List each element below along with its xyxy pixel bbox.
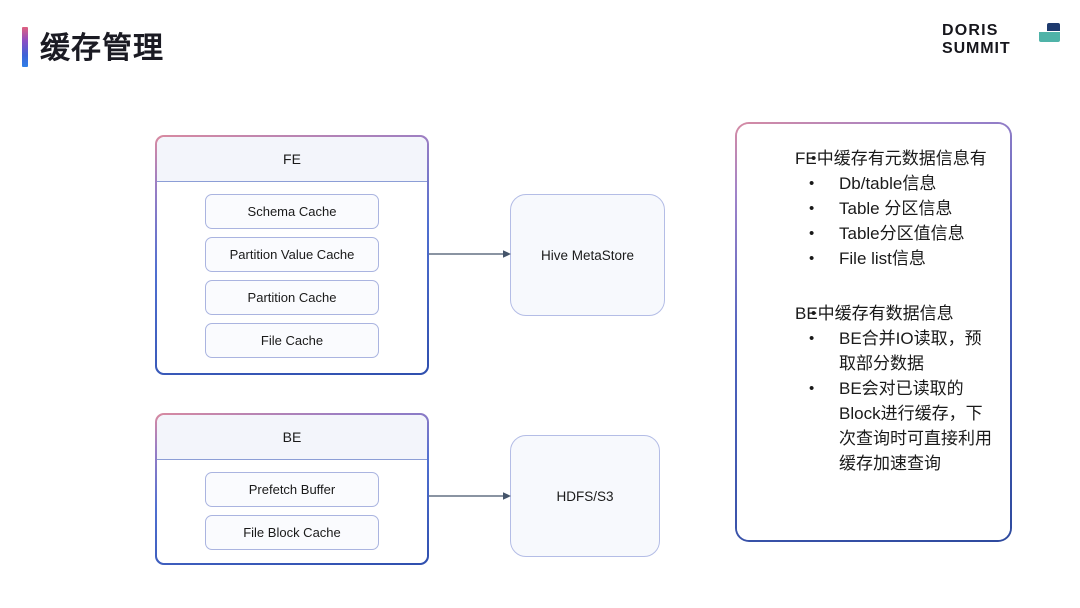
store-node-hive-metastore[interactable]: Hive MetaStore <box>510 194 665 316</box>
logo-text: DORIS SUMMIT <box>942 22 1011 58</box>
logo-line-1: DORIS <box>942 22 999 39</box>
cache-box-schema-cache[interactable]: Schema Cache <box>205 193 379 229</box>
fe-node-body: Schema Cache Partition Value Cache Parti… <box>157 182 428 374</box>
page-title: 缓存管理 <box>40 32 164 65</box>
cache-box-file-cache[interactable]: File Cache <box>205 322 379 358</box>
notes-subitem-db-table: Db/table信息 <box>795 171 994 196</box>
notes-group-spacer <box>753 271 994 301</box>
arrow-fe-to-hive-metastore <box>429 250 511 258</box>
logo-line-2: SUMMIT <box>942 40 1011 57</box>
be-node-body: Prefetch Buffer File Block Cache <box>157 460 428 564</box>
doris-summit-logo: DORIS SUMMIT <box>942 22 1062 66</box>
notes-sublist-be: BE合并IO读取，预取部分数据 BE会对已读取的Block进行缓存，下次查询时可… <box>795 326 994 476</box>
be-node-title: BE <box>156 414 428 460</box>
notes-group-be: BE中缓存有数据信息 BE合并IO读取，预取部分数据 BE会对已读取的Block… <box>753 301 994 476</box>
notes-subitem-block-cache: BE会对已读取的Block进行缓存，下次查询时可直接利用缓存加速查询 <box>795 376 994 476</box>
fe-node-title: FE <box>156 136 428 182</box>
notes-group-fe: FE中缓存有元数据信息有 Db/table信息 Table 分区信息 Table… <box>753 146 994 271</box>
cache-box-partition-cache[interactable]: Partition Cache <box>205 279 379 315</box>
logo-mark-icon <box>1038 23 1060 43</box>
notes-heading-fe: FE中缓存有元数据信息有 <box>795 146 994 171</box>
notes-subitem-merged-io: BE合并IO读取，预取部分数据 <box>795 326 994 376</box>
notes-subitem-table-partition: Table 分区信息 <box>795 196 994 221</box>
notes-sublist-fe: Db/table信息 Table 分区信息 Table分区值信息 File li… <box>795 171 994 271</box>
slide-header: 缓存管理 DORIS SUMMIT <box>0 0 1080 90</box>
cache-box-file-block-cache[interactable]: File Block Cache <box>205 514 379 550</box>
arrow-be-to-hdfs-s3 <box>429 492 511 500</box>
store-node-hdfs-s3[interactable]: HDFS/S3 <box>510 435 660 557</box>
diagram-canvas: FE Schema Cache Partition Value Cache Pa… <box>0 90 1080 608</box>
logo-mark-top-shape <box>1047 23 1060 31</box>
title-accent-bar <box>22 27 28 67</box>
notes-content: FE中缓存有元数据信息有 Db/table信息 Table 分区信息 Table… <box>737 124 1010 540</box>
be-node: BE Prefetch Buffer File Block Cache <box>155 413 429 565</box>
notes-panel: FE中缓存有元数据信息有 Db/table信息 Table 分区信息 Table… <box>735 122 1012 542</box>
notes-list-item: FE中缓存有元数据信息有 Db/table信息 Table 分区信息 Table… <box>753 146 994 271</box>
cache-box-prefetch-buffer[interactable]: Prefetch Buffer <box>205 471 379 507</box>
notes-heading-be: BE中缓存有数据信息 <box>795 301 994 326</box>
notes-list-item: BE中缓存有数据信息 BE合并IO读取，预取部分数据 BE会对已读取的Block… <box>753 301 994 476</box>
cache-box-partition-value-cache[interactable]: Partition Value Cache <box>205 236 379 272</box>
notes-subitem-file-list: File list信息 <box>795 246 994 271</box>
fe-node: FE Schema Cache Partition Value Cache Pa… <box>155 135 429 375</box>
notes-subitem-table-partition-value: Table分区值信息 <box>795 221 994 246</box>
logo-mark-bottom-shape <box>1039 32 1060 42</box>
